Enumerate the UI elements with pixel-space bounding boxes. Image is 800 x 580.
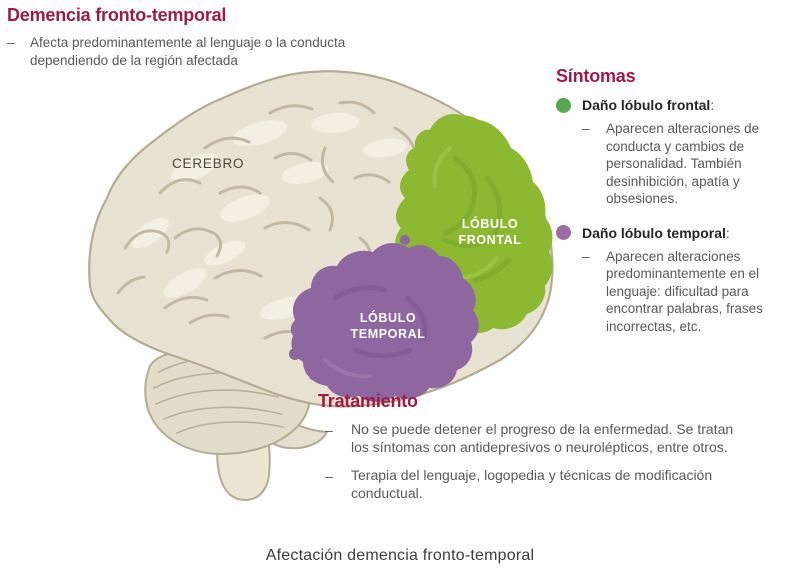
treatment-section: Tratamiento – No se puede detener el pro… <box>318 391 796 513</box>
treatment-item-2: – Terapia del lenguaje, logopedia y técn… <box>325 467 796 502</box>
frontal-damage-description-item: – Aparecen alteraciones de conducta y ca… <box>582 120 798 208</box>
temporal-damage-description-item: – Aparecen alteraciones predominantement… <box>582 248 798 336</box>
treatment-item-1: – No se puede detener el progreso de la … <box>325 421 796 456</box>
figure-caption: Afectación demencia fronto-temporal <box>265 547 535 564</box>
temporal-lobe-region <box>289 235 479 402</box>
frontal-damage-term: Daño lóbulo frontal: <box>582 97 714 113</box>
frontal-lobe-label-line2: FRONTAL <box>459 233 522 247</box>
sulci-lines <box>116 100 427 340</box>
temporal-damage-colon: : <box>725 224 730 241</box>
purple-bullet-icon <box>556 225 571 240</box>
frontal-lobe-label-line1: LÓBULO <box>462 216 518 231</box>
temporal-damage-term: Daño lóbulo temporal: <box>582 225 730 241</box>
brain-illustration: CEREBRO LÓBULO FRONTAL LÓBULO TEMPORAL <box>88 70 554 501</box>
dash-bullet: – <box>325 422 333 438</box>
gyri-highlights <box>131 112 407 368</box>
cerebro-label: CEREBRO <box>172 156 244 171</box>
symptoms-section: Síntomas Daño lóbulo frontal: – Aparecen… <box>556 66 798 352</box>
dash-bullet: – <box>325 468 333 484</box>
intro-text: Afecta predominantemente al lenguaje o l… <box>30 35 346 68</box>
intro-section: Demencia fronto-temporal – Afecta predom… <box>7 5 379 70</box>
temporal-damage-description: Aparecen alteraciones predominantemente … <box>606 248 763 334</box>
frontal-damage-colon: : <box>710 97 715 113</box>
intro-bullet-item: – Afecta predominantemente al lenguaje o… <box>7 34 379 70</box>
temporal-damage-item: Daño lóbulo temporal: <box>556 225 798 241</box>
treatment-text-2: Terapia del lenguaje, logopedia y técnic… <box>351 467 713 501</box>
frontal-damage-item: Daño lóbulo frontal: <box>556 97 798 113</box>
symptoms-heading: Síntomas <box>556 66 636 86</box>
dash-bullet: – <box>582 248 590 264</box>
dash-bullet: – <box>7 35 15 50</box>
dash-bullet: – <box>582 121 590 136</box>
treatment-heading: Tratamiento <box>318 391 418 411</box>
temporal-lobe-label-line1: LÓBULO <box>360 310 416 325</box>
frontal-damage-description: Aparecen alteraciones de conducta y camb… <box>606 121 760 206</box>
temporal-damage-term-text: Daño lóbulo temporal <box>582 224 726 241</box>
temporal-lobe-label-line2: TEMPORAL <box>351 327 426 341</box>
frontal-damage-term-text: Daño lóbulo frontal <box>582 97 711 113</box>
treatment-text-1: No se puede detener el progreso de la en… <box>351 421 734 455</box>
green-bullet-icon <box>556 97 571 113</box>
page-title: Demencia fronto-temporal <box>7 5 227 25</box>
